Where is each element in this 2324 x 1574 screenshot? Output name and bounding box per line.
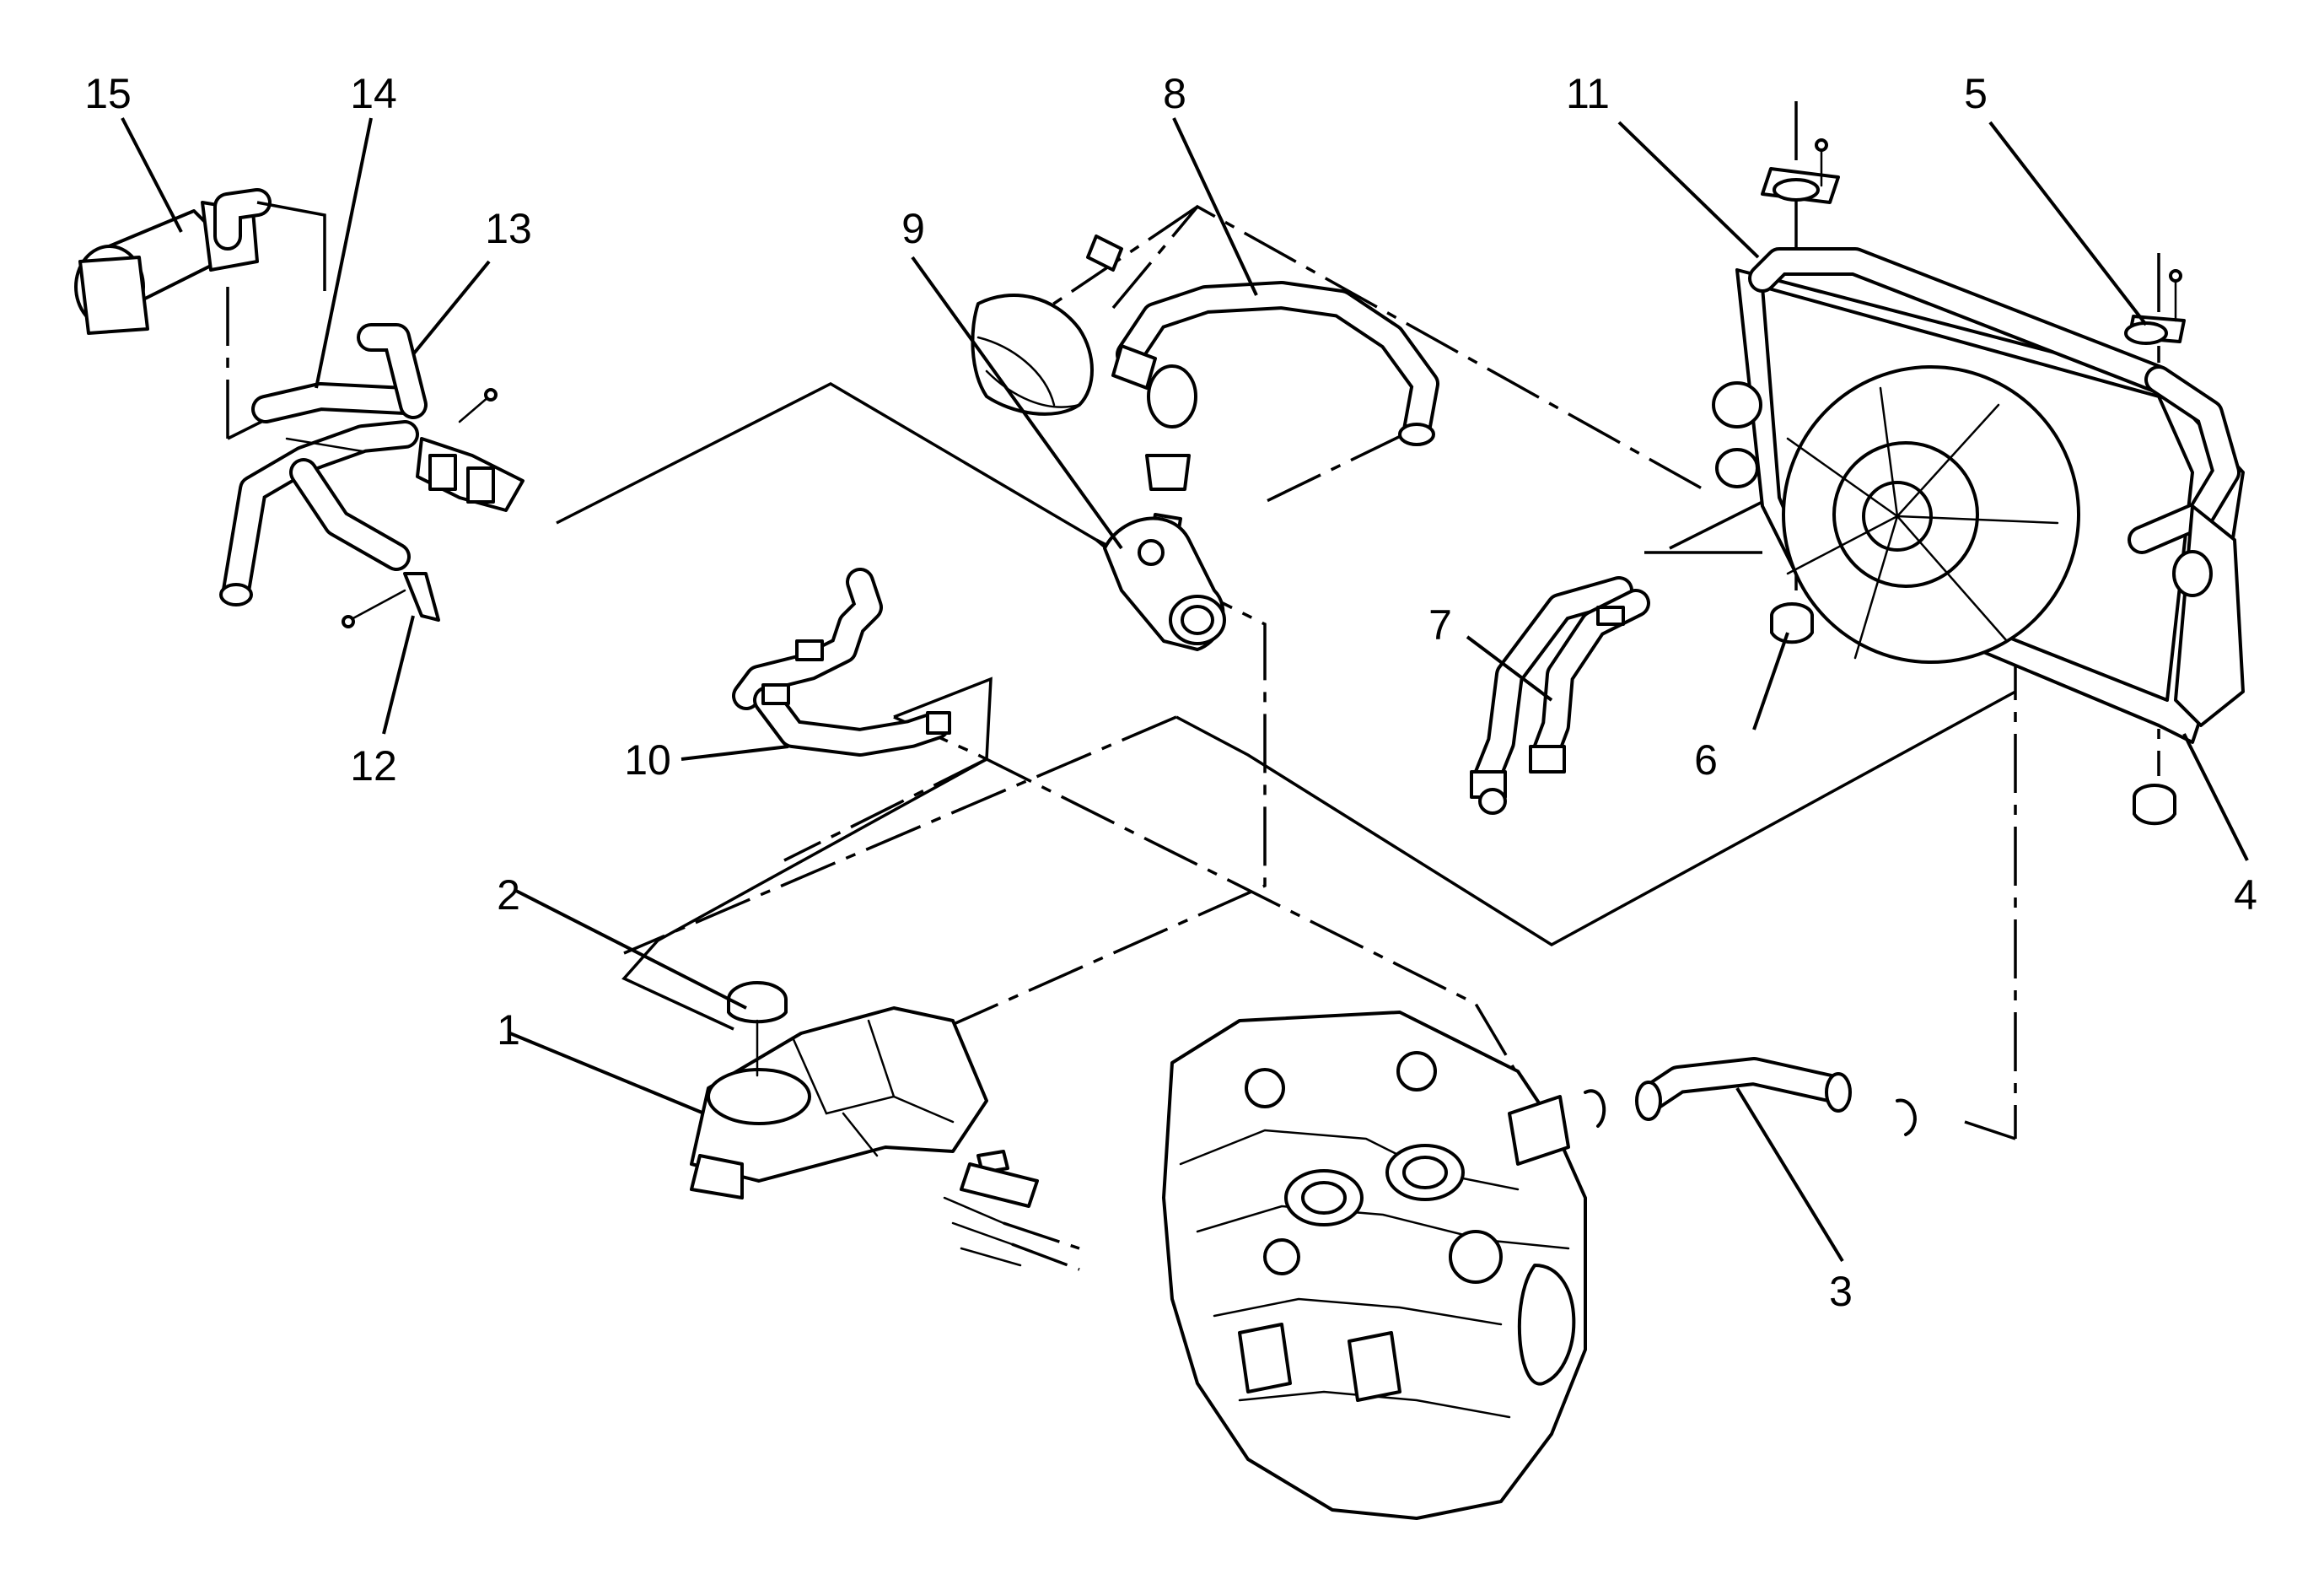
radiator-inlet-hose — [971, 234, 1439, 546]
callout-11: 11 — [1566, 70, 1610, 117]
callout-2: 2 — [497, 871, 520, 919]
radiator-outlet-hose — [1584, 1057, 1917, 1136]
callout-4: 4 — [2234, 871, 2257, 919]
callout-14: 14 — [350, 70, 397, 117]
callout-5: 5 — [1964, 70, 1988, 117]
thermostat-housing — [1103, 516, 1226, 651]
fan-blades — [1786, 386, 2059, 660]
callout-leaders — [121, 117, 2249, 1263]
transmission-oil-cooler-lines — [1470, 576, 1650, 815]
radiator-upper-insulators — [1761, 138, 2186, 345]
callout-9: 9 — [901, 205, 925, 252]
callout-numbers: 15 14 13 9 8 11 5 12 10 7 6 4 2 1 3 — [84, 70, 2257, 1315]
engine-block — [1162, 1011, 1587, 1520]
callout-6: 6 — [1694, 736, 1718, 784]
callout-7: 7 — [1428, 601, 1452, 649]
heater-hose-assembly — [732, 568, 951, 757]
callout-3: 3 — [1829, 1268, 1853, 1315]
callout-12: 12 — [350, 742, 397, 790]
surge-tank-mount-bracket — [943, 1162, 1080, 1271]
radiator-lower-insulators — [1770, 602, 2176, 826]
callout-15: 15 — [84, 70, 132, 117]
egr-coolant-hoses — [219, 323, 525, 628]
coolant-surge-tank — [690, 1006, 1080, 1271]
callout-13: 13 — [485, 205, 532, 252]
egr-cooler — [74, 188, 326, 335]
callout-1: 1 — [497, 1006, 520, 1054]
radiator-fan-module — [1712, 247, 2245, 744]
callout-8: 8 — [1163, 70, 1186, 117]
callout-10: 10 — [624, 736, 671, 784]
